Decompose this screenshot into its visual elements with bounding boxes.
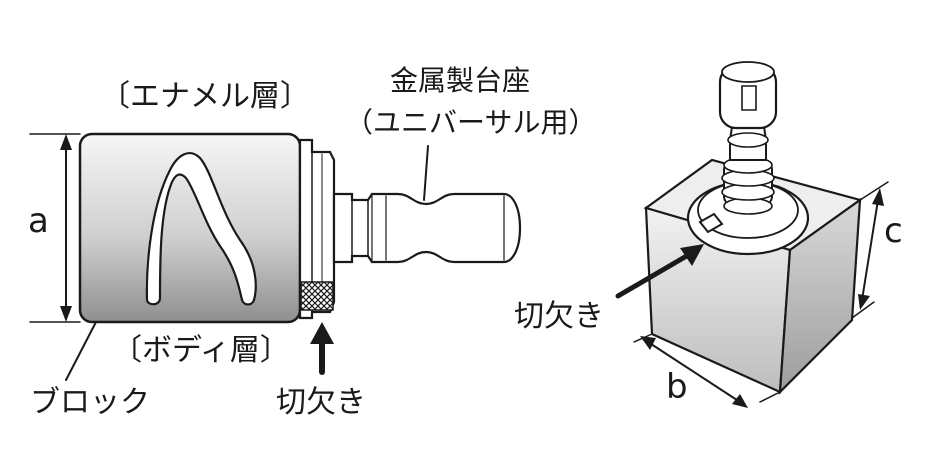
dimension-b-label: b: [666, 367, 688, 407]
metal-base-label: 金属製台座: [390, 64, 530, 97]
metal-base-sublabel: （ユニバーサル用）: [345, 106, 596, 139]
dimension-a: a: [28, 133, 81, 323]
notch-arrow-right: [615, 244, 704, 299]
block-label: ブロック: [30, 385, 150, 420]
dimension-a-label: a: [28, 201, 49, 241]
enamel-layer-label: 〔エナメル層〕: [100, 79, 310, 114]
notch-arrow-left: [310, 322, 334, 375]
notch-knurl: [300, 281, 334, 311]
notch-right-label: 切欠き: [514, 299, 604, 334]
dimension-b: b: [633, 333, 781, 408]
side-view: a 〔エナメル層〕 〔ボディ層〕 ブロック 切欠き 金属: [28, 64, 596, 420]
dimension-c-label: c: [884, 211, 903, 251]
tooth-outline: [145, 152, 257, 306]
cube-side-face: [778, 197, 862, 395]
disc-notch: [698, 212, 724, 234]
body-layer-label: 〔ボディ層〕: [112, 333, 290, 368]
notch-left-label: 切欠き: [276, 385, 366, 420]
dimension-c: c: [851, 181, 903, 319]
isometric-view: c b 切欠き: [514, 61, 903, 408]
metal-shaft: [332, 192, 522, 264]
metal-flange: [298, 138, 336, 320]
